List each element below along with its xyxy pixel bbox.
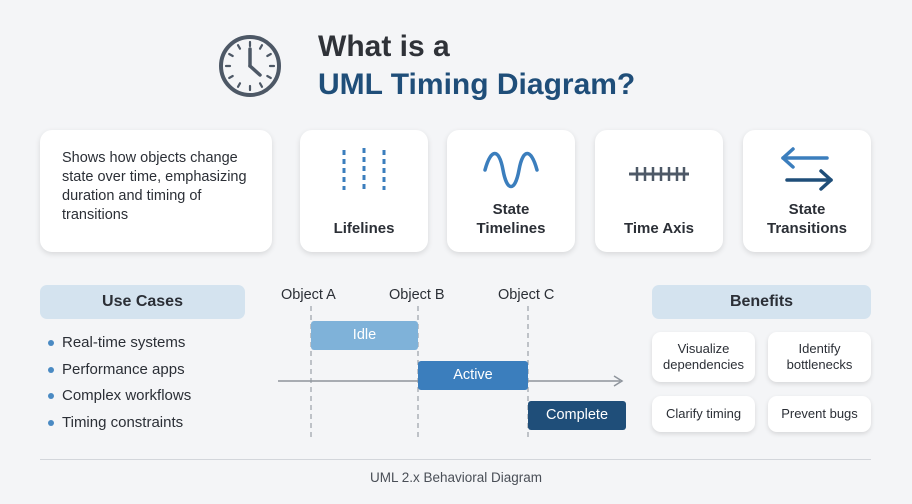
transition-arrows-icon bbox=[781, 147, 833, 191]
clock-icon bbox=[219, 35, 281, 97]
footer-text: UML 2.x Behavioral Diagram bbox=[369, 470, 543, 485]
time-axis-arrowhead bbox=[613, 375, 624, 387]
time-axis-icon bbox=[629, 167, 689, 181]
description-card: Shows how objects change state over time… bbox=[40, 130, 272, 252]
feature-card-time-axis: Time Axis bbox=[595, 130, 723, 252]
benefit-label: Identify bottlenecks bbox=[786, 341, 853, 372]
object-label-a: Object A bbox=[281, 287, 336, 303]
list-item: Real-time systems bbox=[48, 332, 191, 359]
state-bar-complete: Complete bbox=[528, 401, 626, 430]
description-text: Shows how objects change state over time… bbox=[62, 150, 247, 223]
page-title-line1: What is a bbox=[318, 30, 450, 63]
page-title-line2: UML Timing Diagram? bbox=[318, 68, 636, 101]
benefit-label: Prevent bugs bbox=[781, 406, 858, 421]
use-cases-list: Real-time systems Performance apps Compl… bbox=[48, 332, 191, 438]
footer-divider bbox=[40, 459, 871, 460]
list-item: Complex workflows bbox=[48, 385, 191, 412]
state-bar-active: Active bbox=[418, 361, 528, 390]
benefit-card: Prevent bugs bbox=[768, 396, 871, 432]
list-item: Performance apps bbox=[48, 359, 191, 386]
benefit-card: Visualize dependencies bbox=[652, 332, 755, 382]
benefit-label: Visualize dependencies bbox=[663, 341, 744, 372]
object-label-b: Object B bbox=[389, 287, 445, 303]
feature-label-lifelines: Lifelines bbox=[333, 220, 395, 237]
feature-label-state-transitions: State Transitions bbox=[766, 201, 848, 237]
state-bar-idle: Idle bbox=[311, 321, 418, 350]
wave-icon bbox=[483, 151, 539, 189]
lifelines-icon bbox=[342, 148, 386, 190]
list-item: Timing constraints bbox=[48, 412, 191, 439]
use-cases-header: Use Cases bbox=[40, 285, 245, 319]
object-label-c: Object C bbox=[498, 287, 555, 303]
feature-label-state-timelines: State Timelines bbox=[476, 201, 546, 237]
feature-label-time-axis: Time Axis bbox=[623, 220, 695, 237]
feature-card-state-transitions: State Transitions bbox=[743, 130, 871, 252]
benefits-header: Benefits bbox=[652, 285, 871, 319]
feature-card-state-timelines: State Timelines bbox=[447, 130, 575, 252]
benefit-card: Clarify timing bbox=[652, 396, 755, 432]
feature-card-lifelines: Lifelines bbox=[300, 130, 428, 252]
benefit-label: Clarify timing bbox=[665, 406, 742, 421]
benefit-card: Identify bottlenecks bbox=[768, 332, 871, 382]
